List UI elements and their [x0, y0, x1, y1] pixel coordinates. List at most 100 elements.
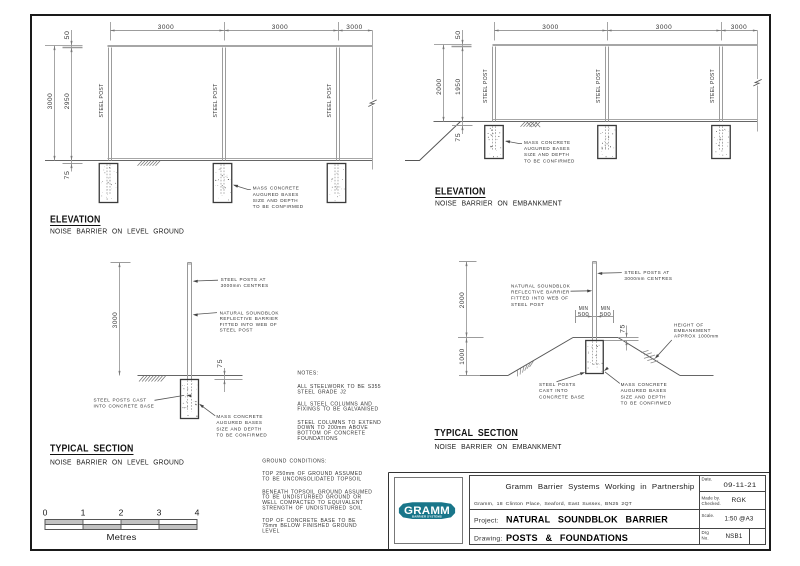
svg-text:BENEATH TOPSOIL GROUND ASSUMED: BENEATH TOPSOIL GROUND ASSUMED — [262, 489, 372, 495]
svg-text:STEEL POSTS AT: STEEL POSTS AT — [624, 270, 669, 275]
svg-text:STEEL POST: STEEL POST — [511, 302, 544, 307]
svg-text:APPROX 1000mm: APPROX 1000mm — [674, 333, 719, 338]
svg-text:75: 75 — [619, 324, 626, 333]
svg-text:STEEL POST: STEEL POST — [483, 69, 489, 103]
svg-text:SIZE AND DEPTH: SIZE AND DEPTH — [253, 198, 298, 203]
svg-text:STEEL POSTS AT: STEEL POSTS AT — [221, 277, 266, 282]
svg-text:EMBANKMENT: EMBANKMENT — [674, 328, 711, 333]
svg-text:MASS CONCRETE: MASS CONCRETE — [216, 414, 263, 419]
svg-text:BOTTOM OF CONCRETE: BOTTOM OF CONCRETE — [297, 431, 365, 437]
svg-text:3000: 3000 — [346, 24, 363, 31]
svg-text:0: 0 — [43, 508, 48, 518]
svg-text:3000: 3000 — [47, 93, 54, 110]
svg-text:STEEL GRADE J2: STEEL GRADE J2 — [297, 389, 346, 395]
svg-text:75: 75 — [64, 171, 71, 180]
svg-text:ALL STEELWORK TO BE S355: ALL STEELWORK TO BE S355 — [297, 384, 381, 390]
svg-text:WELL COMPACTED TO EQUIVALENT: WELL COMPACTED TO EQUIVALENT — [262, 500, 363, 506]
svg-text:Project:: Project: — [474, 518, 499, 525]
svg-text:FOUNDATIONS: FOUNDATIONS — [297, 436, 338, 442]
svg-text:3000: 3000 — [158, 24, 175, 31]
svg-text:ELEVATION: ELEVATION — [50, 214, 101, 225]
svg-text:GROUND CONDITIONS:: GROUND CONDITIONS: — [262, 458, 327, 464]
svg-text:3000: 3000 — [272, 24, 289, 31]
svg-text:2950: 2950 — [64, 93, 71, 110]
svg-text:50: 50 — [455, 30, 462, 39]
svg-text:NATURAL SOUNDBLOK: NATURAL SOUNDBLOK — [511, 283, 571, 288]
svg-text:AUGURED BASES: AUGURED BASES — [524, 146, 570, 151]
svg-text:Made by.: Made by. — [702, 496, 721, 501]
svg-text:AUGURED BASES: AUGURED BASES — [216, 420, 262, 425]
svg-text:TO BE CONFIRMED: TO BE CONFIRMED — [621, 401, 672, 406]
svg-text:75: 75 — [217, 359, 224, 368]
svg-text:TO BE UNCONSOLIDATED TOPSOIL: TO BE UNCONSOLIDATED TOPSOIL — [262, 477, 361, 483]
svg-text:TYPICAL SECTION: TYPICAL SECTION — [435, 428, 519, 439]
svg-text:3000: 3000 — [542, 24, 559, 31]
svg-text:SIZE AND DEPTH: SIZE AND DEPTH — [621, 394, 666, 399]
svg-text:CONCRETE BASE: CONCRETE BASE — [539, 394, 585, 399]
svg-text:DOWN TO 200mm ABOVE: DOWN TO 200mm ABOVE — [297, 425, 368, 431]
svg-text:75mm BELOW FINISHED GROUND: 75mm BELOW FINISHED GROUND — [262, 523, 357, 529]
svg-text:SIZE AND DEPTH: SIZE AND DEPTH — [216, 426, 261, 431]
svg-text:STEEL POST: STEEL POST — [99, 83, 105, 117]
svg-text:ALL STEEL COLUMNS AND: ALL STEEL COLUMNS AND — [297, 401, 372, 407]
svg-text:3000mm CENTRES: 3000mm CENTRES — [221, 283, 269, 288]
svg-text:Drawing:: Drawing: — [474, 536, 502, 543]
svg-text:STEEL COLUMNS TO EXTEND: STEEL COLUMNS TO EXTEND — [297, 420, 381, 426]
svg-text:SIZE AND DEPTH: SIZE AND DEPTH — [524, 152, 569, 157]
svg-text:3000: 3000 — [112, 312, 119, 329]
svg-text:BARRIER SYSTEMS: BARRIER SYSTEMS — [412, 515, 442, 519]
svg-text:3000: 3000 — [656, 24, 673, 31]
svg-text:NOISE BARRIER ON EMBANKMENT: NOISE BARRIER ON EMBANKMENT — [435, 198, 562, 207]
svg-text:STEEL POST: STEEL POST — [213, 83, 219, 117]
svg-text:2000: 2000 — [459, 292, 466, 309]
svg-text:STEEL POST: STEEL POST — [220, 328, 253, 333]
svg-text:Metres: Metres — [107, 532, 137, 542]
svg-text:FITTED INTO WEB OF: FITTED INTO WEB OF — [511, 296, 569, 301]
svg-text:1:50 @A3: 1:50 @A3 — [725, 516, 754, 523]
svg-text:1: 1 — [81, 508, 86, 518]
svg-text:TO BE CONFIRMED: TO BE CONFIRMED — [253, 204, 304, 209]
svg-text:MIN: MIN — [579, 306, 589, 312]
svg-text:NOISE BARRIER ON LEVEL GROUND: NOISE BARRIER ON LEVEL GROUND — [50, 457, 184, 466]
svg-text:TOP OF CONCRETE BASE TO BE: TOP OF CONCRETE BASE TO BE — [262, 518, 356, 524]
svg-text:REFLECTIVE BARRIER: REFLECTIVE BARRIER — [511, 290, 570, 295]
svg-text:Date.: Date. — [702, 477, 713, 482]
svg-text:TO BE UNDISTURBED GROUND OR: TO BE UNDISTURBED GROUND OR — [262, 495, 361, 501]
svg-text:2: 2 — [119, 508, 124, 518]
svg-text:REFLECTIVE BARRIER: REFLECTIVE BARRIER — [220, 316, 279, 321]
svg-text:GRAMM: GRAMM — [404, 505, 450, 517]
svg-text:AUGURED BASES: AUGURED BASES — [621, 388, 667, 393]
svg-text:Checked.: Checked. — [702, 501, 721, 506]
svg-text:STEEL POST: STEEL POST — [327, 83, 333, 117]
svg-text:MASS CONCRETE: MASS CONCRETE — [253, 186, 300, 191]
svg-text:LEVEL: LEVEL — [262, 529, 280, 535]
svg-text:50: 50 — [64, 31, 71, 40]
svg-text:TYPICAL SECTION: TYPICAL SECTION — [50, 444, 134, 455]
svg-text:CAST INTO: CAST INTO — [539, 388, 568, 393]
svg-text:TOP 250mm OF GROUND ASSUMED: TOP 250mm OF GROUND ASSUMED — [262, 471, 362, 477]
svg-text:NATURAL SOUNDBLOK BARRIER: NATURAL SOUNDBLOK BARRIER — [506, 515, 668, 525]
svg-text:STEEL POST: STEEL POST — [710, 69, 716, 103]
svg-text:STEEL POSTS CAST: STEEL POSTS CAST — [94, 397, 147, 402]
svg-text:Scale.: Scale. — [702, 513, 715, 518]
svg-text:500: 500 — [600, 312, 611, 318]
svg-text:FITTED INTO WEB OF: FITTED INTO WEB OF — [220, 322, 278, 327]
svg-text:STEEL POSTS: STEEL POSTS — [539, 382, 576, 387]
svg-text:MIN: MIN — [601, 306, 611, 312]
svg-text:MASS CONCRETE: MASS CONCRETE — [621, 382, 668, 387]
svg-text:09-11-21: 09-11-21 — [724, 482, 757, 489]
svg-text:HEIGHT OF: HEIGHT OF — [674, 322, 704, 327]
svg-text:MASS CONCRETE: MASS CONCRETE — [524, 140, 571, 145]
svg-text:Gramm Barrier Systems Working: Gramm Barrier Systems Working in Partner… — [506, 482, 695, 491]
svg-text:STEEL POST: STEEL POST — [596, 69, 602, 103]
svg-text:TO BE CONFIRMED: TO BE CONFIRMED — [524, 158, 575, 163]
svg-text:No.: No. — [702, 535, 709, 540]
svg-text:3000mm CENTRES: 3000mm CENTRES — [624, 276, 672, 281]
svg-text:FIXINGS TO BE GALVANISED: FIXINGS TO BE GALVANISED — [297, 407, 378, 413]
svg-text:NOISE BARRIER ON EMBANKMENT: NOISE BARRIER ON EMBANKMENT — [435, 442, 562, 451]
svg-text:TO BE CONFIRMED: TO BE CONFIRMED — [216, 433, 267, 438]
svg-text:Gramm, 18 Clinton Place, Seafo: Gramm, 18 Clinton Place, Seaford, East S… — [474, 501, 632, 507]
svg-text:NSB1: NSB1 — [726, 533, 743, 540]
svg-text:1000: 1000 — [459, 348, 466, 365]
svg-text:NOISE BARRIER ON LEVEL GROUND: NOISE BARRIER ON LEVEL GROUND — [50, 226, 184, 235]
